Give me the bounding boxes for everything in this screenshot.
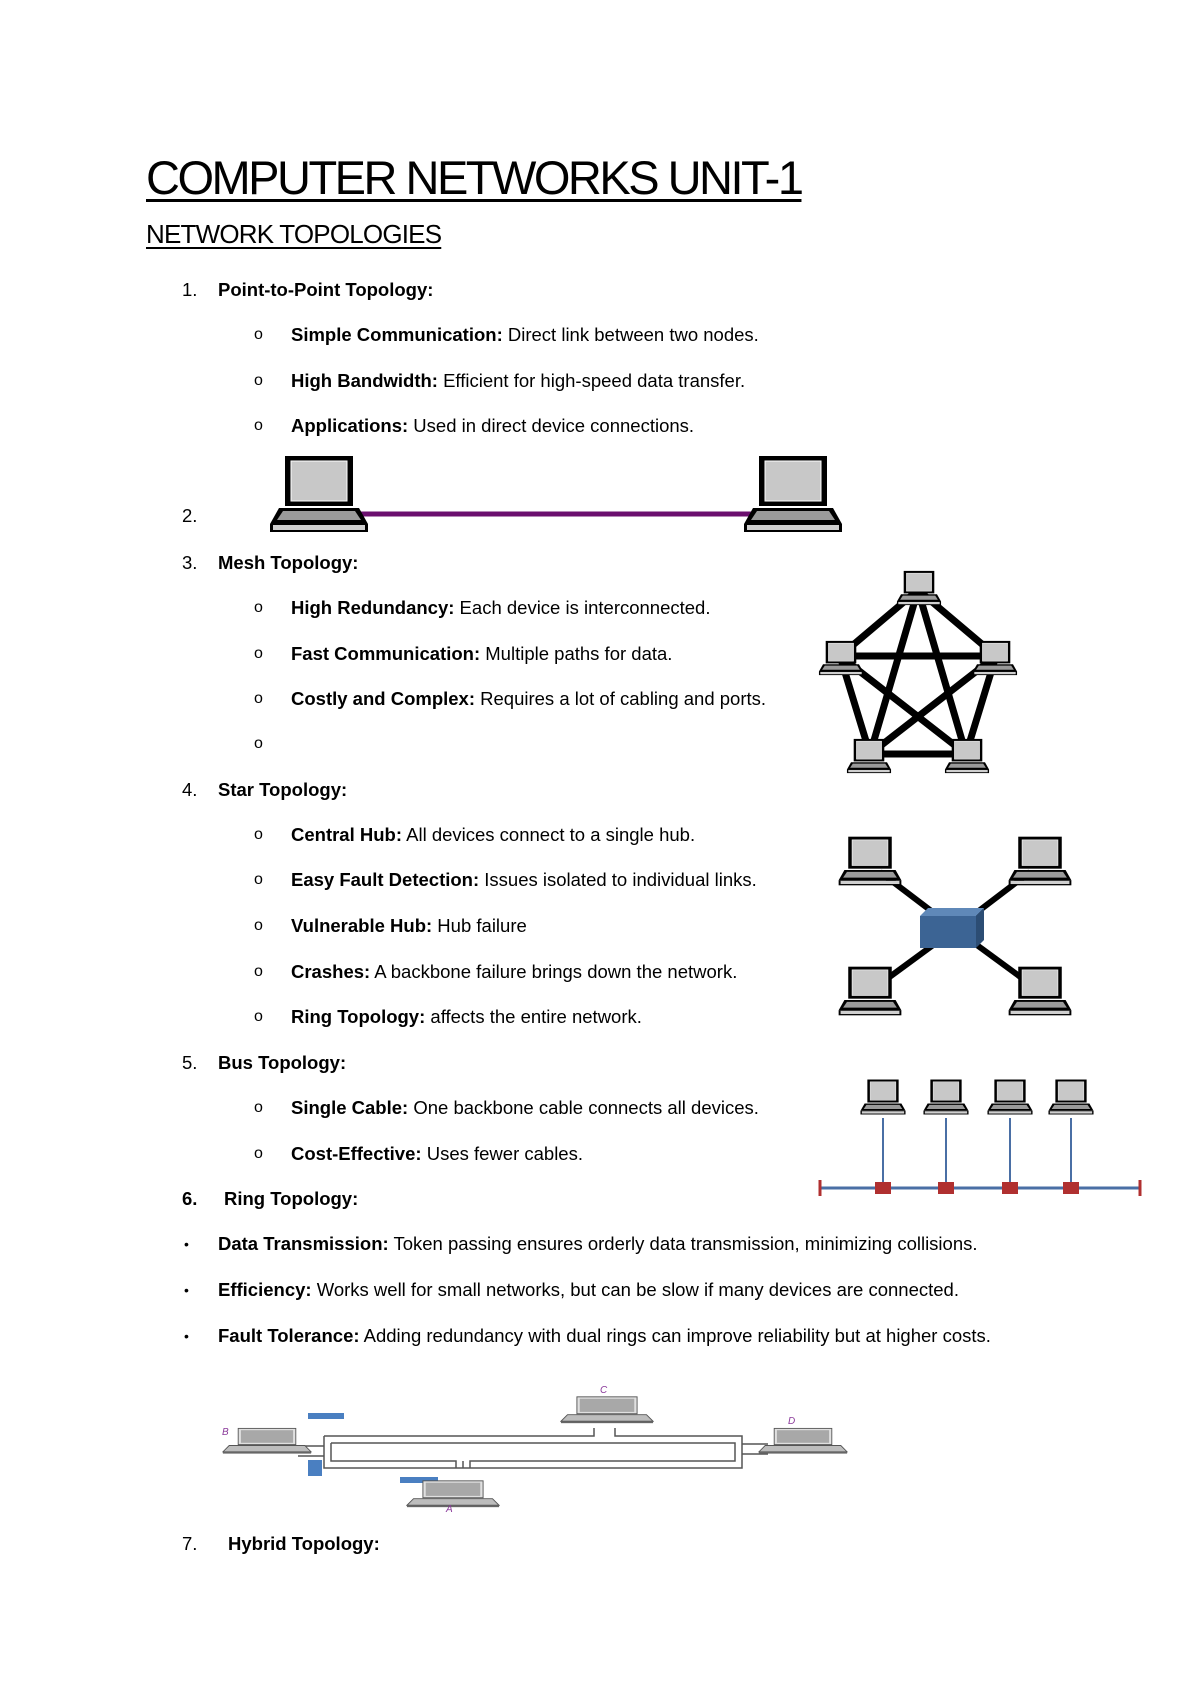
item-term: Simple Communication: <box>291 324 503 345</box>
laptop-icon <box>560 1396 654 1424</box>
bus-drops <box>882 1118 1072 1188</box>
bullet-marker: o <box>254 917 263 934</box>
item-desc: affects the entire network. <box>425 1006 642 1027</box>
item-number: 3. <box>182 552 198 573</box>
bullet-marker: o <box>254 871 263 888</box>
item-term: Data Transmission: <box>218 1233 389 1254</box>
ring-accent <box>308 1413 344 1419</box>
bullet-marker: o <box>254 326 263 343</box>
item-term: Crashes: <box>291 961 371 982</box>
item-term: Ring Topology: <box>291 1006 426 1027</box>
item-desc: One backbone cable connects all devices. <box>408 1097 759 1118</box>
item-desc: Uses fewer cables. <box>421 1143 583 1164</box>
laptop-icon <box>1008 836 1072 886</box>
item-number: 2. <box>182 505 198 526</box>
item-desc: Adding redundancy with dual rings can im… <box>359 1325 991 1346</box>
ring-loop <box>298 1428 768 1469</box>
bus-topology-diagram <box>818 1079 1142 1196</box>
bus-taps <box>875 1182 1079 1194</box>
hub-icon <box>920 908 984 948</box>
laptop-icon <box>758 1427 848 1455</box>
node-label: B <box>222 1427 229 1438</box>
laptop-icon <box>987 1079 1033 1115</box>
laptop-icon <box>860 1079 906 1115</box>
laptop-icon <box>923 1079 969 1115</box>
item-term: Fast Communication: <box>291 643 481 664</box>
item-desc: Efficient for high-speed data transfer. <box>437 370 746 391</box>
item-desc: Works well for small networks, but can b… <box>311 1279 959 1300</box>
item-term: Easy Fault Detection: <box>291 869 480 890</box>
bullet-marker: o <box>254 963 263 980</box>
bullet-marker: o <box>254 372 263 389</box>
laptop-icon <box>743 455 843 533</box>
item-desc: Used in direct device connections. <box>408 415 695 436</box>
section-heading: NETWORK TOPOLOGIES <box>146 219 442 249</box>
item-heading: Point-to-Point Topology: <box>218 279 434 300</box>
laptop-icon <box>896 570 942 606</box>
bullet-marker: o <box>254 826 263 843</box>
bullet-marker: o <box>254 1145 263 1162</box>
item-term: Costly and Complex: <box>291 688 475 709</box>
item-desc: Issues isolated to individual links. <box>479 869 757 890</box>
bullet-marker: o <box>254 1008 263 1025</box>
bullet-marker: o <box>254 690 263 707</box>
mesh-links <box>836 586 1000 758</box>
item-desc: Hub failure <box>432 915 527 936</box>
item-term: Fault Tolerance: <box>218 1325 360 1346</box>
item-heading: Ring Topology: <box>224 1188 359 1209</box>
item-number: 6. <box>182 1188 198 1209</box>
bullet-marker: • <box>184 1236 189 1252</box>
item-heading: Bus Topology: <box>218 1052 347 1073</box>
item-term: High Bandwidth: <box>291 370 438 391</box>
item-term: Efficiency: <box>218 1279 312 1300</box>
item-number: 1. <box>182 279 198 300</box>
item-number: 7. <box>182 1533 198 1554</box>
node-label: C <box>600 1385 608 1396</box>
item-term: Central Hub: <box>291 824 402 845</box>
ring-accent <box>400 1477 438 1483</box>
item-heading: Hybrid Topology: <box>228 1533 380 1554</box>
ring-topology-diagram: B C D A <box>222 1385 848 1514</box>
item-desc: Requires a lot of cabling and ports. <box>475 688 767 709</box>
node-label: A <box>445 1504 453 1514</box>
item-heading: Mesh Topology: <box>218 552 359 573</box>
item-desc: Each device is interconnected. <box>454 597 711 618</box>
item-desc: Multiple paths for data. <box>480 643 673 664</box>
ring-accent <box>308 1460 322 1476</box>
item-heading: Star Topology: <box>218 779 348 800</box>
item-desc: A backbone failure brings down the netwo… <box>370 961 738 982</box>
item-number: 5. <box>182 1052 198 1073</box>
item-term: Single Cable: <box>291 1097 409 1118</box>
item-term: High Redundancy: <box>291 597 455 618</box>
bullet-marker: o <box>254 735 263 752</box>
item-term: Cost-Effective: <box>291 1143 422 1164</box>
laptop-icon <box>406 1480 500 1508</box>
bullet-marker: • <box>184 1328 189 1344</box>
item-term: Vulnerable Hub: <box>291 915 433 936</box>
point-to-point-diagram <box>269 455 843 533</box>
mesh-topology-diagram <box>818 570 1018 774</box>
item-term: Applications: <box>291 415 409 436</box>
node-label: D <box>788 1416 795 1427</box>
laptop-icon <box>222 1427 312 1455</box>
item-desc: Token passing ensures orderly data trans… <box>388 1233 978 1254</box>
laptop-icon <box>1048 1079 1094 1115</box>
laptop-icon <box>838 836 902 886</box>
bullet-marker: o <box>254 1099 263 1116</box>
bullet-marker: • <box>184 1282 189 1298</box>
star-topology-diagram <box>838 836 1072 1016</box>
item-number: 4. <box>182 779 198 800</box>
document-title: COMPUTER NETWORKS UNIT-1 <box>146 151 804 204</box>
bullet-marker: o <box>254 417 263 434</box>
bullet-marker: o <box>254 599 263 616</box>
bullet-marker: o <box>254 645 263 662</box>
laptop-icon <box>269 455 369 533</box>
item-desc: All devices connect to a single hub. <box>402 824 696 845</box>
item-desc: Direct link between two nodes. <box>502 324 759 345</box>
